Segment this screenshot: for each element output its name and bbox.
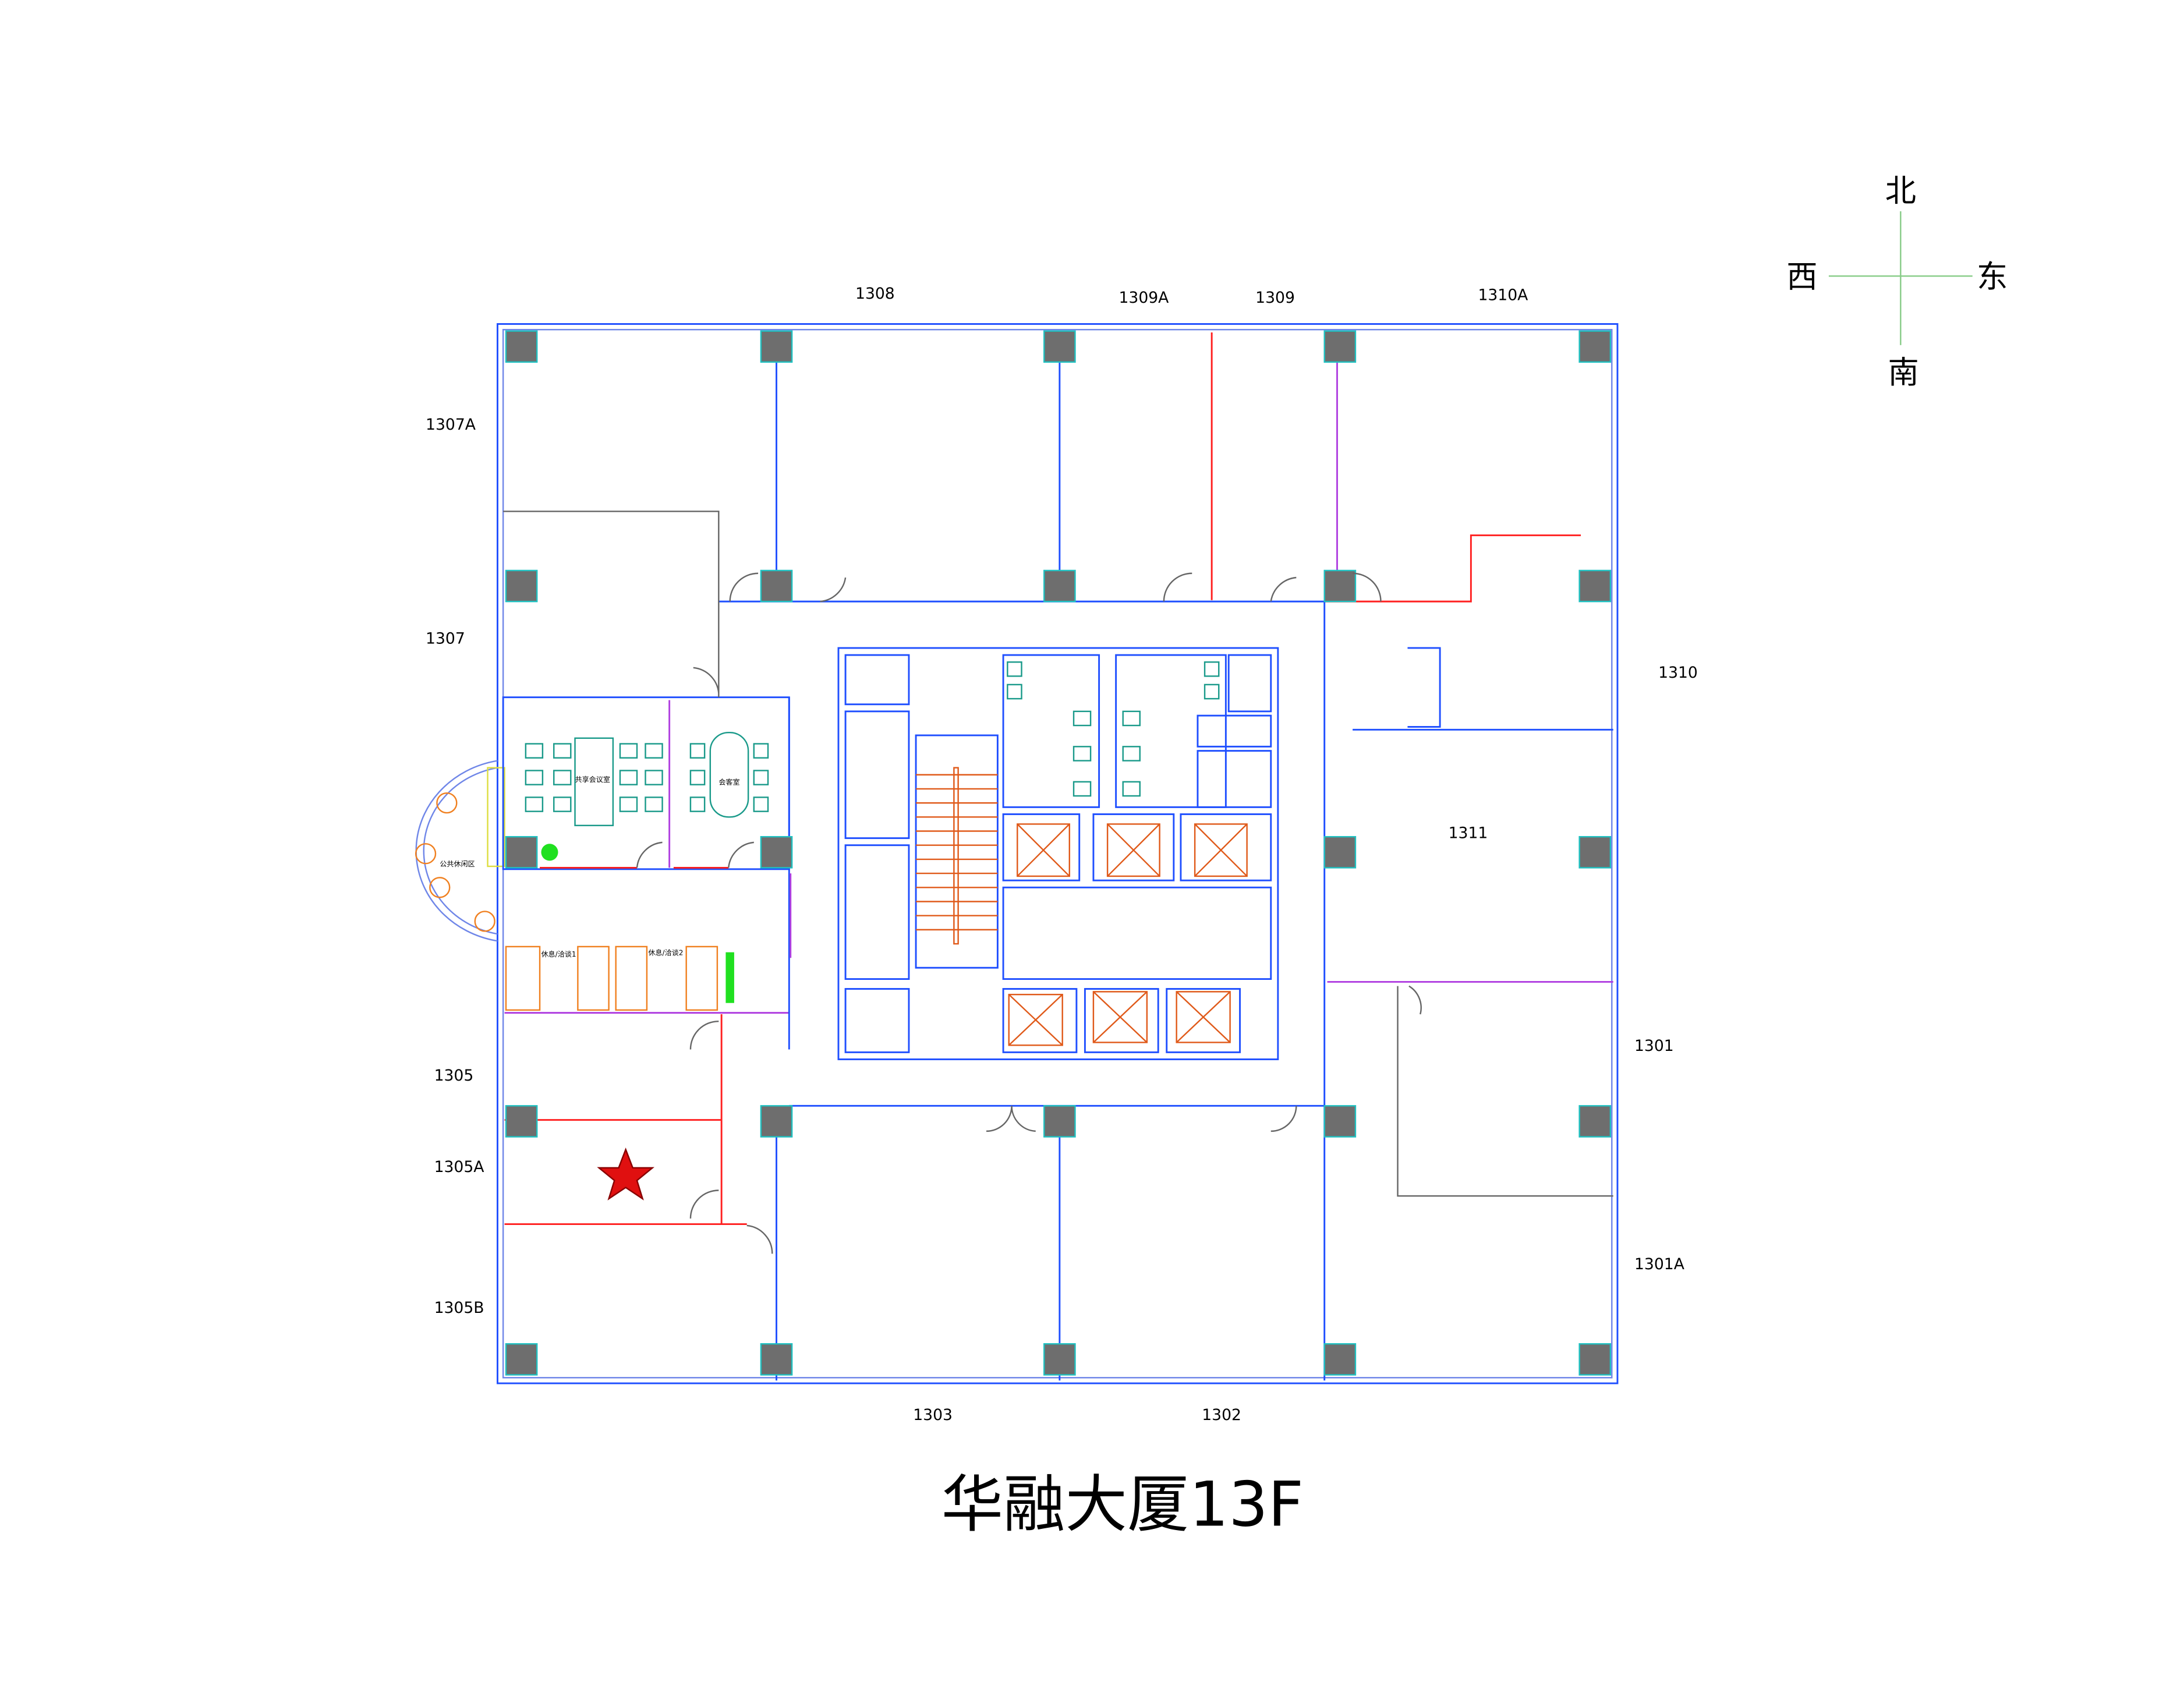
restrooms	[1002, 654, 1272, 808]
room-1311: 1311	[1449, 824, 1488, 842]
room-1307: 1307	[426, 630, 465, 648]
label-lounge2: 休息/洽谈2	[648, 948, 683, 957]
room-1302: 1302	[1202, 1406, 1241, 1424]
room-1301A: 1301A	[1634, 1255, 1684, 1273]
compass: 北 西 东 南	[1786, 173, 2008, 391]
room-labels: 1308 1309A 1309 1310A 1307A 1307 1310 13…	[426, 285, 1698, 1424]
room-1308: 1308	[855, 285, 895, 303]
star-icon	[597, 1147, 654, 1201]
room-1310A: 1310A	[1478, 286, 1528, 304]
compass-north: 北	[1885, 173, 1916, 209]
room-1305: 1305	[434, 1067, 474, 1085]
label-lounge1: 休息/洽谈1	[541, 950, 576, 958]
room-1305A: 1305A	[434, 1158, 484, 1176]
compass-east: 东	[1977, 259, 2008, 295]
building-core	[837, 647, 1279, 1060]
lounge-curve: 公共休闲区	[415, 760, 505, 942]
room-1309: 1309	[1255, 289, 1295, 307]
meeting-rooms: 共享会议室 会客室	[502, 696, 790, 870]
label-public-lounge: 公共休闲区	[440, 860, 475, 868]
room-1303: 1303	[913, 1406, 953, 1424]
compass-west: 西	[1786, 259, 1817, 295]
page-title: 华融大厦13F	[941, 1468, 1304, 1541]
room-1309A: 1309A	[1118, 289, 1169, 307]
lounge-booths: 休息/洽谈1 休息/洽谈2	[504, 946, 790, 1014]
room-1310: 1310	[1658, 664, 1698, 682]
staircase	[915, 734, 999, 969]
compass-south: 南	[1888, 355, 1919, 391]
partitions	[503, 332, 1613, 1381]
structural-columns	[505, 330, 1612, 1376]
plant-icon	[541, 844, 558, 861]
label-reception: 会客室	[718, 778, 739, 787]
room-1301: 1301	[1634, 1037, 1674, 1055]
elevators	[1002, 813, 1272, 1053]
room-1307A: 1307A	[426, 416, 476, 434]
doors	[636, 572, 1422, 1254]
room-1305B: 1305B	[434, 1299, 484, 1317]
label-shared-meeting: 共享会议室	[575, 775, 610, 784]
